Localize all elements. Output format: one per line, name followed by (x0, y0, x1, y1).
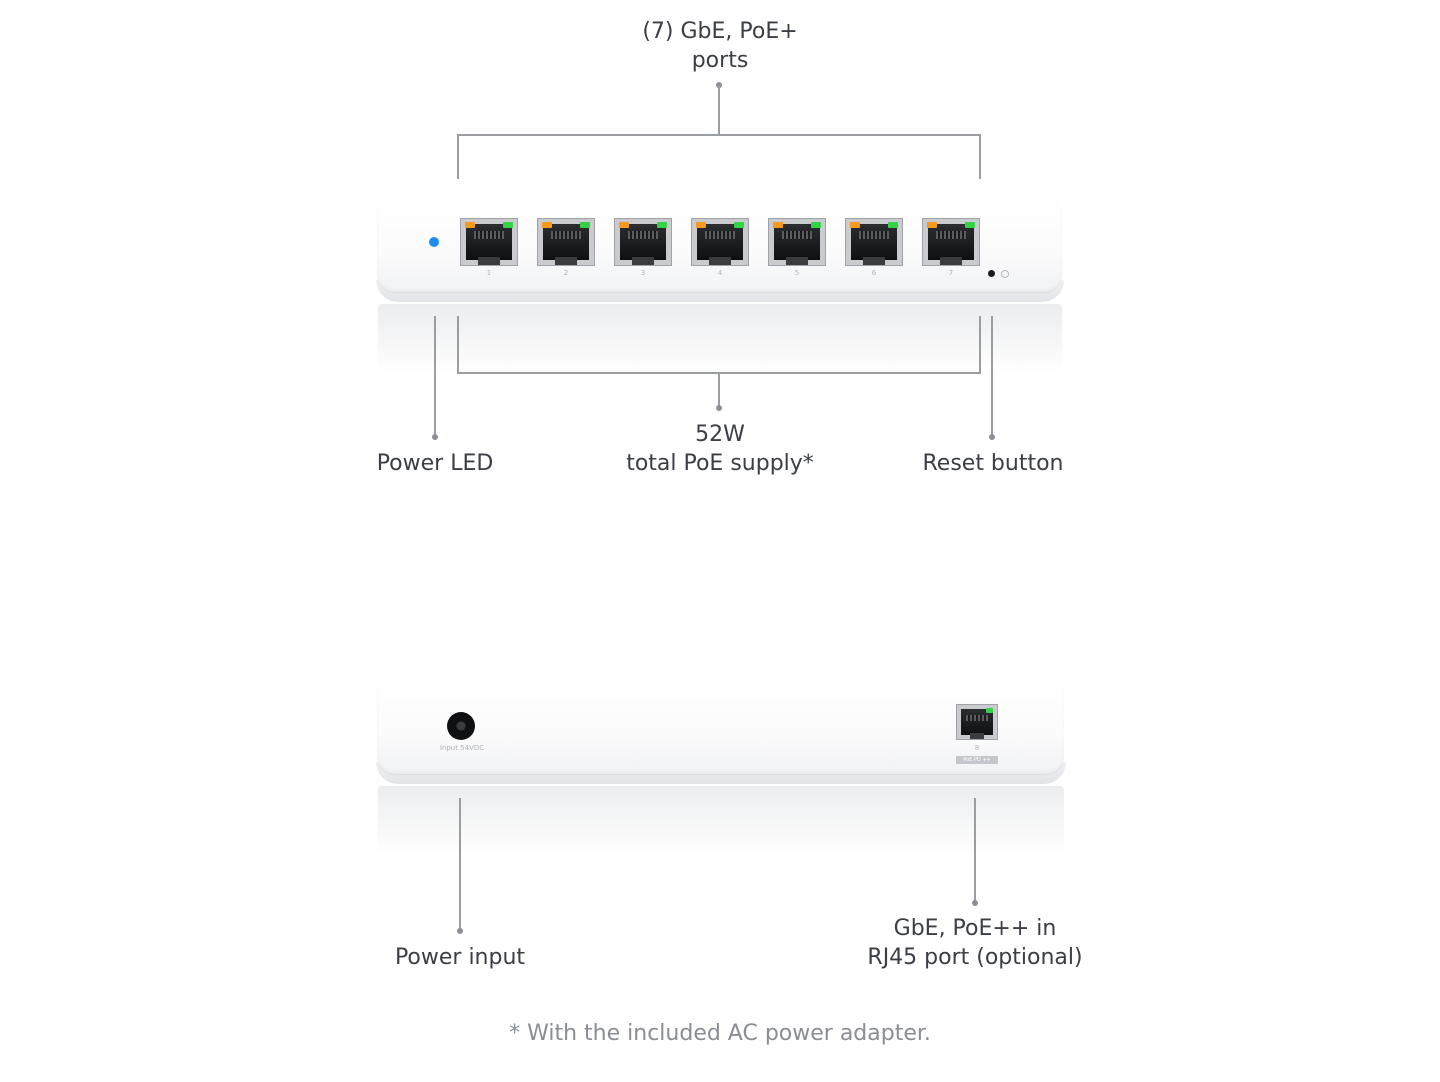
uplink-port-label-line2: RJ45 port (optional) (867, 945, 1083, 970)
poe-bracket-left (457, 316, 459, 373)
port-number-label: 2 (563, 269, 569, 277)
uplink-port-number: 8 (974, 744, 980, 752)
dc-power-jack[interactable] (447, 712, 475, 740)
reset-button-hole[interactable] (988, 270, 995, 277)
reset-leader (991, 316, 993, 436)
footnote: * With the included AC power adapter. (509, 1021, 931, 1046)
ports-callout-line2: ports (691, 48, 749, 73)
poe-supply-line1: 52W (695, 422, 745, 447)
port-number-label: 1 (486, 269, 492, 277)
rj45-port[interactable] (537, 218, 595, 266)
power-input-leader-dot (457, 928, 463, 934)
uplink-leader-dot (972, 900, 978, 906)
rj45-port[interactable] (845, 218, 903, 266)
power-input-text: Input 54VDC (439, 744, 485, 752)
power-led-indicator (429, 237, 439, 247)
port-number-label: 3 (640, 269, 646, 277)
port-number-label: 7 (948, 269, 954, 277)
power-input-leader (459, 798, 461, 930)
port-number-label: 6 (871, 269, 877, 277)
ports-callout-bracket (457, 134, 981, 136)
reset-leader-dot (989, 434, 995, 440)
ports-callout-stem (718, 85, 720, 135)
ports-callout-bracket-right (979, 134, 981, 179)
rj45-port[interactable] (768, 218, 826, 266)
poe-bracket-right (979, 316, 981, 373)
front-reflection (378, 304, 1062, 374)
uplink-leader (974, 798, 976, 902)
power-input-label: Power input (394, 945, 526, 970)
rj45-port[interactable] (460, 218, 518, 266)
ports-callout-label: (7) GbE, PoE+ ports (620, 17, 820, 75)
reset-icon (1001, 270, 1009, 278)
ports-callout-line1: (7) GbE, PoE+ (642, 19, 798, 44)
uplink-port-label-line1: GbE, PoE++ in (893, 916, 1057, 941)
poe-callout-stem (718, 373, 720, 407)
ports-callout-bracket-left (457, 134, 459, 179)
port-number-label: 5 (794, 269, 800, 277)
power-led-leader (434, 316, 436, 436)
power-led-label: Power LED (376, 451, 494, 476)
poe-supply-label: 52W total PoE supply* (610, 420, 830, 478)
uplink-port-tag: PoE PD ++ (956, 756, 998, 764)
uplink-port[interactable] (956, 704, 998, 740)
poe-callout-dot (716, 405, 722, 411)
poe-supply-line2: total PoE supply* (626, 451, 814, 476)
back-reflection (378, 786, 1064, 856)
rj45-port[interactable] (922, 218, 980, 266)
power-led-leader-dot (432, 434, 438, 440)
rj45-port[interactable] (614, 218, 672, 266)
reset-button-label: Reset button (922, 451, 1064, 476)
uplink-port-label: GbE, PoE++ in RJ45 port (optional) (855, 914, 1095, 972)
port-number-label: 4 (717, 269, 723, 277)
back-device-body (377, 676, 1064, 774)
rj45-port[interactable] (691, 218, 749, 266)
